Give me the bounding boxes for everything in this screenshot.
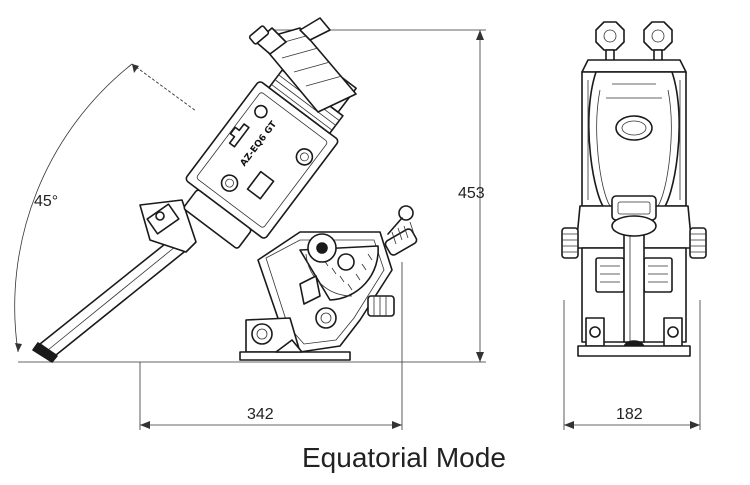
- mount-base: [239, 205, 418, 361]
- front-width-label: 182: [616, 406, 643, 423]
- front-view: [561, 21, 707, 357]
- counterweight-shaft: [32, 199, 197, 363]
- top-clamp-knobs: [595, 21, 673, 63]
- dec-axis-body: AZ-EQ6 GT: [183, 48, 357, 249]
- angle-arc: [14, 63, 133, 353]
- figure-caption: Equatorial Mode: [302, 442, 506, 473]
- dovetail-saddle: [248, 17, 357, 113]
- angle-leader: [131, 63, 197, 112]
- side-width-label: 342: [247, 406, 274, 423]
- side-view: AZ-EQ6 GT: [32, 17, 418, 363]
- angle-label: 45°: [34, 193, 58, 210]
- height-label: 453: [458, 185, 485, 202]
- dimension-lines: [14, 29, 701, 430]
- front-counterweight-shaft: [623, 229, 645, 343]
